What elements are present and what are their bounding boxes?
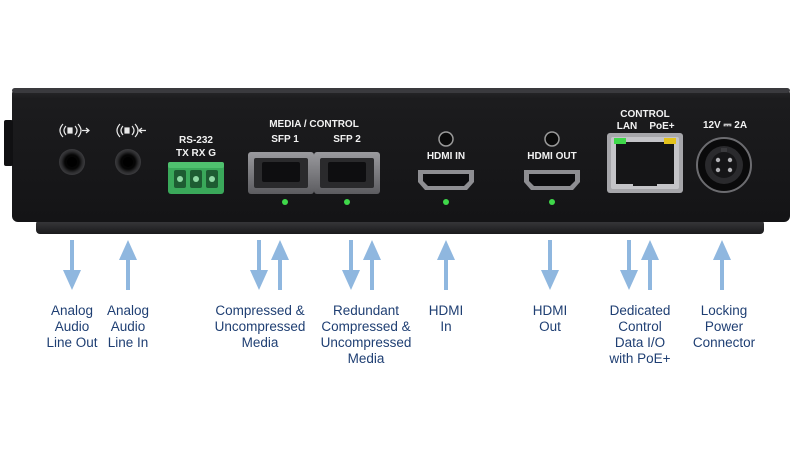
arrow-up-power bbox=[713, 240, 731, 290]
callout-power-line3: Connector bbox=[692, 335, 756, 350]
lan-label: LAN bbox=[616, 121, 638, 132]
arrow-down-sfp1 bbox=[250, 240, 268, 290]
callout-control: Dedicated Control Data I/O with PoE+ bbox=[602, 303, 678, 367]
callout-analog-in-line1: Analog bbox=[106, 303, 150, 318]
media-control-label: MEDIA / CONTROL bbox=[269, 119, 359, 130]
hdmi-in-status-indicator bbox=[438, 131, 454, 147]
callout-sfp1-line1: Compressed & bbox=[215, 303, 305, 318]
arrow-up-sfp2 bbox=[363, 240, 381, 290]
callout-sfp1: Compressed & Uncompressed Media bbox=[208, 303, 312, 351]
callout-power-line2: Power bbox=[704, 319, 744, 334]
callout-hdmi-in-line2: In bbox=[440, 319, 452, 334]
callout-control-line2: Control bbox=[618, 319, 662, 334]
hdmi-out-port bbox=[524, 131, 580, 205]
sfp1-label: SFP 1 bbox=[271, 134, 299, 145]
hdmi-out-label: HDMI OUT bbox=[527, 151, 577, 162]
arrow-up-sfp1 bbox=[271, 240, 289, 290]
rs232-label: RS-232 bbox=[179, 135, 213, 146]
arrow-down-sfp2 bbox=[342, 240, 360, 290]
poe-label: PoE+ bbox=[649, 121, 675, 132]
callout-sfp2-line2: Compressed & bbox=[321, 319, 411, 334]
callout-hdmi-in: HDMI In bbox=[422, 303, 470, 335]
sfp1-led bbox=[282, 199, 288, 205]
hdmi-out-status-indicator bbox=[544, 131, 560, 147]
callout-analog-in-line3: Line In bbox=[107, 335, 149, 350]
callout-sfp1-line3: Media bbox=[241, 335, 279, 350]
callout-hdmi-in-line1: HDMI bbox=[428, 303, 464, 318]
callout-power-line1: Locking bbox=[700, 303, 748, 318]
hdmi-in-port bbox=[418, 131, 474, 205]
callout-analog-out: Analog Audio Line Out bbox=[38, 303, 106, 351]
callout-arrows bbox=[63, 240, 731, 290]
arrow-up-hdmi-in bbox=[437, 240, 455, 290]
rs232-pins-label: TX RX G bbox=[175, 148, 216, 159]
speaker-out-icon bbox=[59, 123, 90, 138]
sfp2-led bbox=[344, 199, 350, 205]
sfp2-port bbox=[314, 152, 380, 205]
arrow-down-analog-out bbox=[63, 240, 81, 290]
callout-hdmi-out-line1: HDMI bbox=[532, 303, 568, 318]
arrow-down-hdmi-out bbox=[541, 240, 559, 290]
callout-sfp2-line3: Uncompressed bbox=[320, 335, 412, 350]
callout-analog-out-line3: Line Out bbox=[46, 335, 98, 350]
arrow-up-control bbox=[641, 240, 659, 290]
callout-sfp1-line2: Uncompressed bbox=[214, 319, 306, 334]
arrow-down-control bbox=[620, 240, 638, 290]
callout-analog-in-line2: Audio bbox=[110, 319, 146, 334]
callout-control-line4: with PoE+ bbox=[609, 351, 671, 366]
audio-out-jack-hole bbox=[67, 157, 77, 167]
rs232-terminal-block bbox=[168, 162, 224, 194]
sfp2-label: SFP 2 bbox=[333, 134, 361, 145]
lan-poe-port bbox=[607, 133, 683, 193]
chassis-side-tab bbox=[4, 120, 13, 166]
callout-hdmi-out-line2: Out bbox=[539, 319, 561, 334]
lan-link-led bbox=[614, 138, 626, 144]
speaker-in-icon bbox=[116, 123, 146, 138]
arrow-up-analog-in bbox=[119, 240, 137, 290]
hdmi-in-led bbox=[443, 199, 449, 205]
callout-sfp2-line1: Redundant bbox=[332, 303, 400, 318]
hdmi-out-led bbox=[549, 199, 555, 205]
callout-power: Locking Power Connector bbox=[688, 303, 760, 351]
audio-out-port bbox=[59, 123, 90, 175]
audio-in-port bbox=[115, 123, 146, 175]
hdmi-in-label: HDMI IN bbox=[426, 151, 466, 162]
callout-control-line3: Data I/O bbox=[614, 335, 666, 350]
control-label: CONTROL bbox=[620, 109, 670, 120]
callout-sfp2: Redundant Compressed & Uncompressed Medi… bbox=[314, 303, 418, 367]
callout-hdmi-out: HDMI Out bbox=[526, 303, 574, 335]
callout-analog-out-line1: Analog bbox=[50, 303, 94, 318]
power-rating-label: 12V ⎓ 2A bbox=[702, 120, 748, 131]
chassis-top-edge bbox=[12, 88, 790, 93]
callout-analog-in: Analog Audio Line In bbox=[100, 303, 156, 351]
callout-sfp2-line4: Media bbox=[347, 351, 385, 366]
power-port bbox=[696, 137, 752, 193]
chassis-foot bbox=[36, 220, 764, 234]
callout-control-line1: Dedicated bbox=[609, 303, 671, 318]
sfp1-port bbox=[248, 152, 314, 205]
lan-activity-led bbox=[664, 138, 676, 144]
audio-in-jack-hole bbox=[123, 157, 133, 167]
callout-analog-out-line2: Audio bbox=[54, 319, 90, 334]
